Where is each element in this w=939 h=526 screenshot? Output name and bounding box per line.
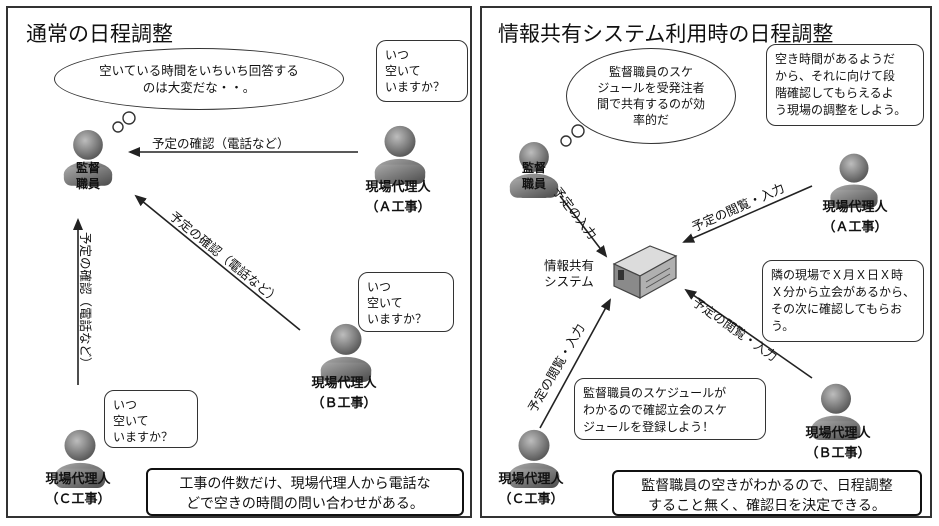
right-agent-b-label: 現場代理人 （Ｂ工事） <box>805 426 871 461</box>
left-bubble-agent-b: いつ 空いて いますか？ <box>358 272 454 332</box>
left-thought-cloud: 空いている時間をいちいち回答する のは大変だな・・。 <box>54 48 344 110</box>
right-bubble-agent-a: 空き時間があるようだ から、それに向けて段 階確認してもらえるよ う現場の調整を… <box>766 44 924 126</box>
right-bubble-agent-c: 監督職員のスケジュールが わかるので確認立会のスケ ジュールを登録しよう！ <box>574 378 766 440</box>
left-agent-c-label: 現場代理人 （Ｃ工事） <box>45 472 111 507</box>
arrow-b-to-system <box>684 288 813 379</box>
left-note-box: 工事の件数だけ、現場代理人から電話な どで空きの時間の問い合わせがある。 <box>146 468 464 516</box>
arrow-c-to-system <box>539 298 611 429</box>
right-bubble-agent-b: 隣の現場でＸ月Ｘ日Ｘ時 Ｘ分から立会があるから、 その次に確認してもらお う。 <box>762 260 924 342</box>
system-label: 情報共有 システム <box>543 258 594 289</box>
agent-a-figure-left <box>374 125 426 184</box>
arrow-a-to-system <box>682 185 813 243</box>
left-agent-b-label: 現場代理人 （Ｂ工事） <box>311 376 377 411</box>
server-icon <box>612 245 678 300</box>
left-bubble-agent-c: いつ 空いて いますか？ <box>104 390 198 448</box>
right-supervisor-label: 監督 職員 <box>521 161 546 191</box>
right-agent-c-label: 現場代理人 （Ｃ工事） <box>498 472 564 507</box>
right-note-box: 監督職員の空きがわかるので、日程調整 すること無く、確認日を決定できる。 <box>612 470 922 516</box>
arrow-b-to-supervisor-left <box>134 194 301 331</box>
right-panel-title: 情報共有システム利用時の日程調整 <box>498 22 834 46</box>
left-bubble-agent-a: いつ 空いて いますか？ <box>376 40 468 102</box>
right-agent-a-label: 現場代理人 （Ａ工事） <box>822 200 888 235</box>
left-agent-a-label: 現場代理人 （Ａ工事） <box>365 180 431 215</box>
left-arrow-c-label: 予定の確認（電話など） <box>78 232 93 370</box>
left-supervisor-label: 監督 職員 <box>75 161 100 191</box>
left-panel-title: 通常の日程調整 <box>26 22 173 46</box>
left-arrow-a-label: 予定の確認（電話など） <box>152 136 290 151</box>
arrow-input-to-system <box>559 195 608 258</box>
right-thought-cloud: 監督職員のスケ ジュールを受発注者 間で共有するのが効 率的だ <box>566 48 736 144</box>
